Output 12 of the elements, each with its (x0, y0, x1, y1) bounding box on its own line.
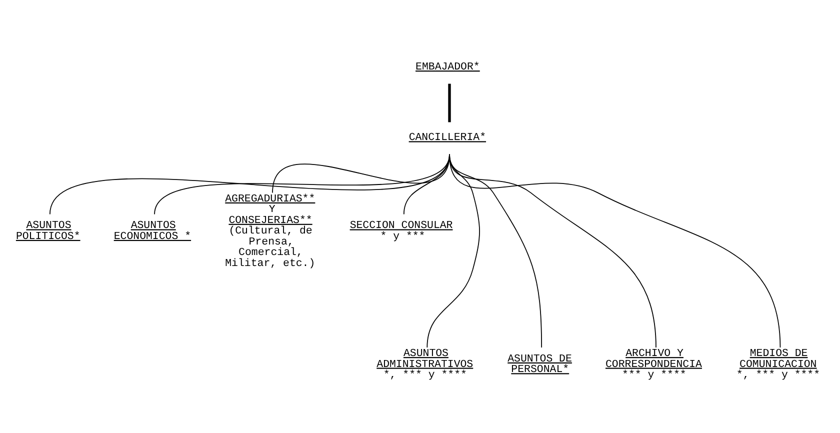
node-text: EMBAJADOR* (416, 62, 480, 74)
node-text: ASUNTOS ECONOMICOS * (114, 220, 192, 243)
node-text: CANCILLERIA* (408, 132, 486, 144)
node-text: ARCHIVO Y CORRESPONDENCIA *** y **** (605, 348, 702, 382)
connector (448, 84, 451, 122)
connector (449, 154, 781, 348)
node-text: ASUNTOS ADMINISTRATIVOS *, *** y **** (376, 348, 474, 382)
node-text: AGREGADURIAS** Y CONSEJERIAS** (Cultural, de Prensa, Comercial, Militar, etc.) (225, 193, 316, 270)
node-text: ASUNTOS POLITICOS* (16, 220, 80, 243)
node-text: SECCION CONSULAR * y *** (350, 220, 453, 243)
node-text: ASUNTOS DE PERSONAL* (508, 353, 572, 376)
node-text: MEDIOS DE COMUNICACION *, *** y **** (736, 348, 820, 382)
